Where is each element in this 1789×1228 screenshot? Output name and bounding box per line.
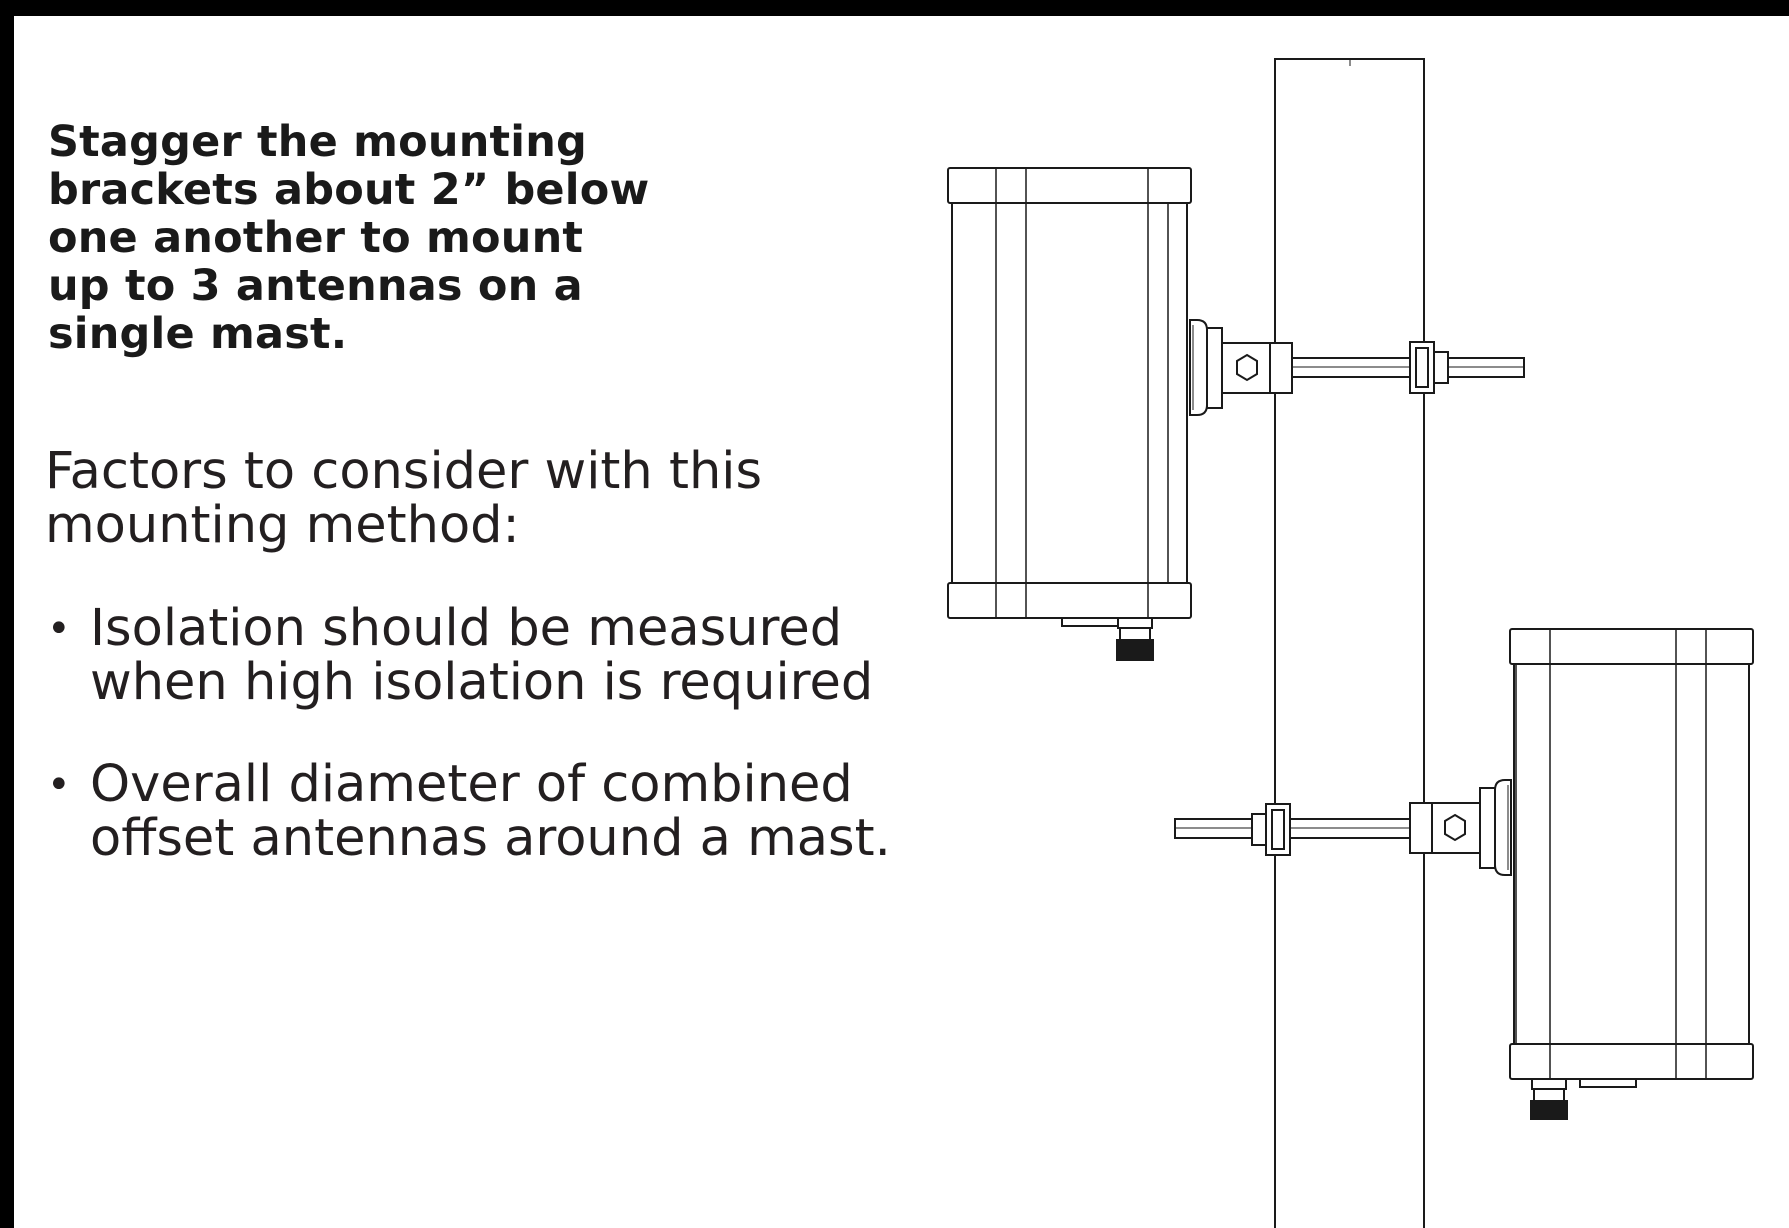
mast — [1274, 58, 1425, 1228]
factors-intro: Factors to consider with this mounting m… — [45, 442, 763, 555]
lower-antenna — [1509, 628, 1754, 1120]
list-item-text: Isolation should be measured when high i… — [90, 599, 874, 712]
instruction-heading: Stagger the mounting brackets about 2” b… — [48, 117, 650, 359]
bullet-icon: • — [47, 762, 71, 808]
list-item: • Isolation should be measured when high… — [45, 602, 905, 710]
bullet-icon: • — [47, 606, 71, 652]
upper-antenna — [947, 167, 1192, 661]
list-item-text: Overall diameter of combined offset ante… — [90, 755, 891, 868]
upper-bracket — [1189, 319, 1525, 416]
lower-bracket — [1174, 779, 1512, 876]
list-item: • Overall diameter of combined offset an… — [45, 758, 905, 866]
factors-list: • Isolation should be measured when high… — [45, 602, 905, 914]
